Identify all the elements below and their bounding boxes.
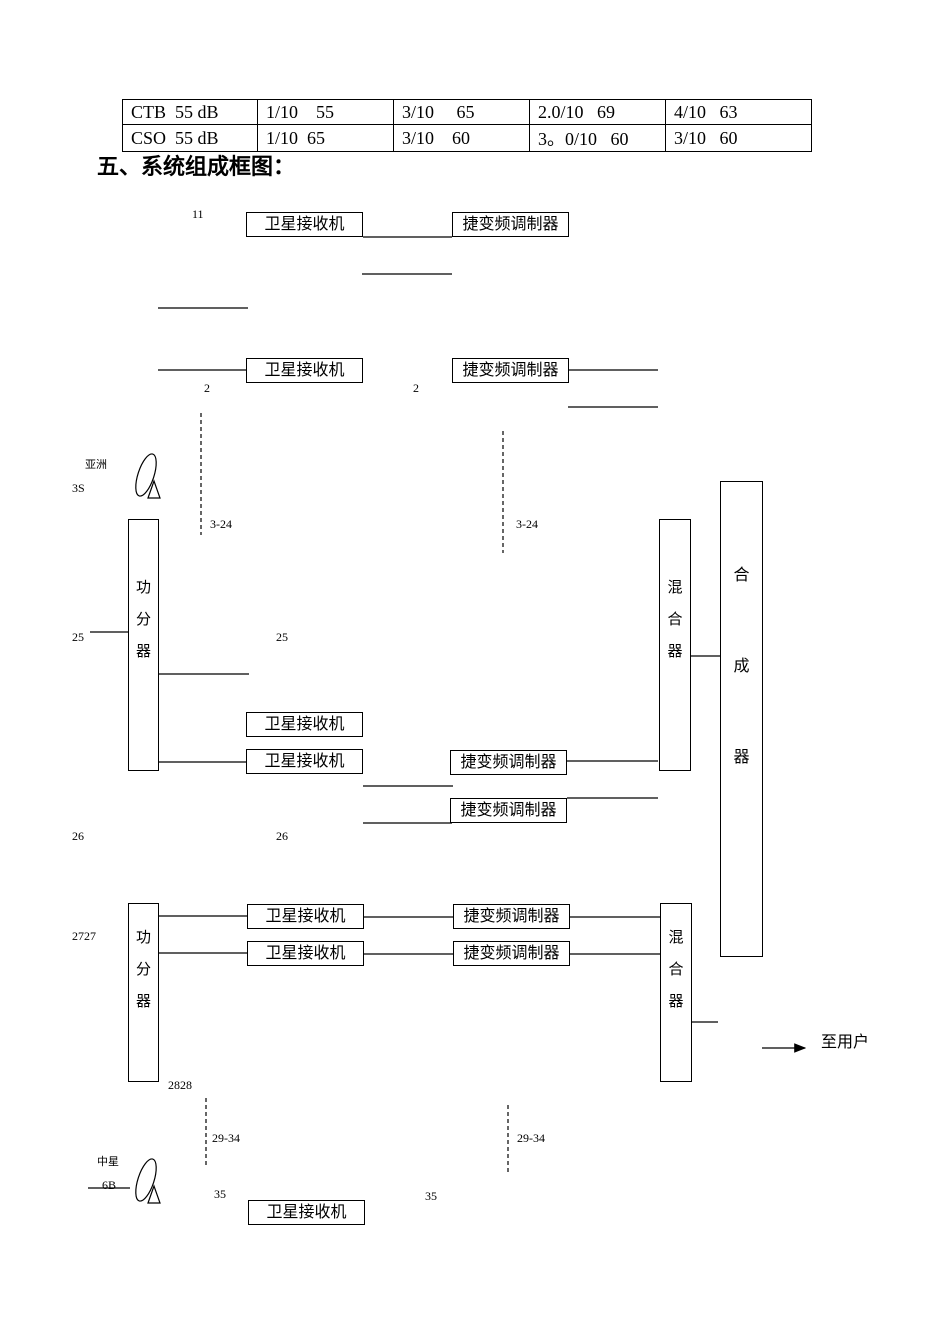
satellite-name-label: 3S xyxy=(72,481,85,495)
splitter-char: 分 xyxy=(135,610,151,628)
channel-range-label: 3-24 xyxy=(516,517,538,531)
table-cell: 3/10 60 xyxy=(393,124,530,152)
table-cell: CTB 55 dB xyxy=(122,99,258,125)
combiner-box: 合 成 器 xyxy=(720,481,763,957)
splitter-char: 器 xyxy=(135,642,151,660)
satellite-receiver-box: 卫星接收机 xyxy=(247,904,364,929)
satellite-receiver-box: 卫星接收机 xyxy=(246,212,363,237)
table-row: CSO 55 dB 1/10 65 3/10 60 3。0/10 60 3/10… xyxy=(122,124,812,152)
satellite-receiver-box: 卫星接收机 xyxy=(246,712,363,737)
channel-label: 26 xyxy=(72,829,84,843)
satellite-name-label: 6B xyxy=(102,1178,117,1192)
output-label: 至用户 xyxy=(821,1032,870,1051)
satellite-dish-icon xyxy=(135,1158,161,1204)
channel-label: 2 xyxy=(413,381,419,395)
channel-label: 35 xyxy=(214,1187,226,1201)
mixer-box: 混 合 器 xyxy=(660,903,692,1082)
table-row: CTB 55 dB 1/10 55 3/10 65 2.0/10 69 4/10… xyxy=(122,99,812,125)
modulator-box: 捷变频调制器 xyxy=(450,798,567,823)
satellite-receiver-box: 卫星接收机 xyxy=(246,749,363,774)
satellite-name-label: 中星 xyxy=(97,1155,119,1168)
satellite-dish-icon xyxy=(135,453,161,499)
modulator-box: 捷变频调制器 xyxy=(452,358,569,383)
channel-label: 2 xyxy=(204,381,210,395)
spec-table: CTB 55 dB 1/10 55 3/10 65 2.0/10 69 4/10… xyxy=(122,99,812,152)
table-cell: 2.0/10 69 xyxy=(529,99,666,125)
satellite-receiver-box: 卫星接收机 xyxy=(247,941,364,966)
splitter-char: 功 xyxy=(135,928,151,946)
channel-label: 26 xyxy=(276,829,288,843)
table-cell: 1/10 65 xyxy=(257,124,394,152)
splitter-char: 器 xyxy=(135,992,151,1010)
channel-range-label: 3-24 xyxy=(210,517,232,531)
power-splitter-box: 功 分 器 xyxy=(128,519,159,771)
mixer-char: 合 xyxy=(667,610,683,628)
splitter-char: 功 xyxy=(135,578,151,596)
modulator-box: 捷变频调制器 xyxy=(452,212,569,237)
table-cell: CSO 55 dB xyxy=(122,124,258,152)
combiner-char: 器 xyxy=(733,747,750,766)
section-heading: 五、系统组成框图： xyxy=(97,155,296,180)
modulator-box: 捷变频调制器 xyxy=(450,750,567,775)
combiner-char: 合 xyxy=(733,565,750,584)
channel-range-label: 29-34 xyxy=(212,1131,240,1145)
mixer-box: 混 合 器 xyxy=(659,519,691,771)
table-cell: 4/10 63 xyxy=(665,99,812,125)
satellite-name-label: 亚洲 xyxy=(85,458,107,471)
combiner-char: 成 xyxy=(733,656,750,675)
satellite-receiver-box: 卫星接收机 xyxy=(246,358,363,383)
mixer-char: 合 xyxy=(668,960,684,978)
table-cell: 3/10 60 xyxy=(665,124,812,152)
channel-label: 2828 xyxy=(168,1078,192,1092)
power-splitter-box: 功 分 器 xyxy=(128,903,159,1082)
mixer-char: 器 xyxy=(668,992,684,1010)
table-cell: 3。0/10 60 xyxy=(529,124,666,152)
modulator-box: 捷变频调制器 xyxy=(453,941,570,966)
channel-label: 25 xyxy=(276,630,288,644)
modulator-box: 捷变频调制器 xyxy=(453,904,570,929)
satellite-receiver-box: 卫星接收机 xyxy=(248,1200,365,1225)
channel-label: 2727 xyxy=(72,929,96,943)
mixer-char: 混 xyxy=(668,928,684,946)
mixer-char: 器 xyxy=(667,642,683,660)
channel-label: 11 xyxy=(192,207,204,221)
channel-label: 35 xyxy=(425,1189,437,1203)
mixer-char: 混 xyxy=(667,578,683,596)
channel-range-label: 29-34 xyxy=(517,1131,545,1145)
channel-label: 25 xyxy=(72,630,84,644)
splitter-char: 分 xyxy=(135,960,151,978)
